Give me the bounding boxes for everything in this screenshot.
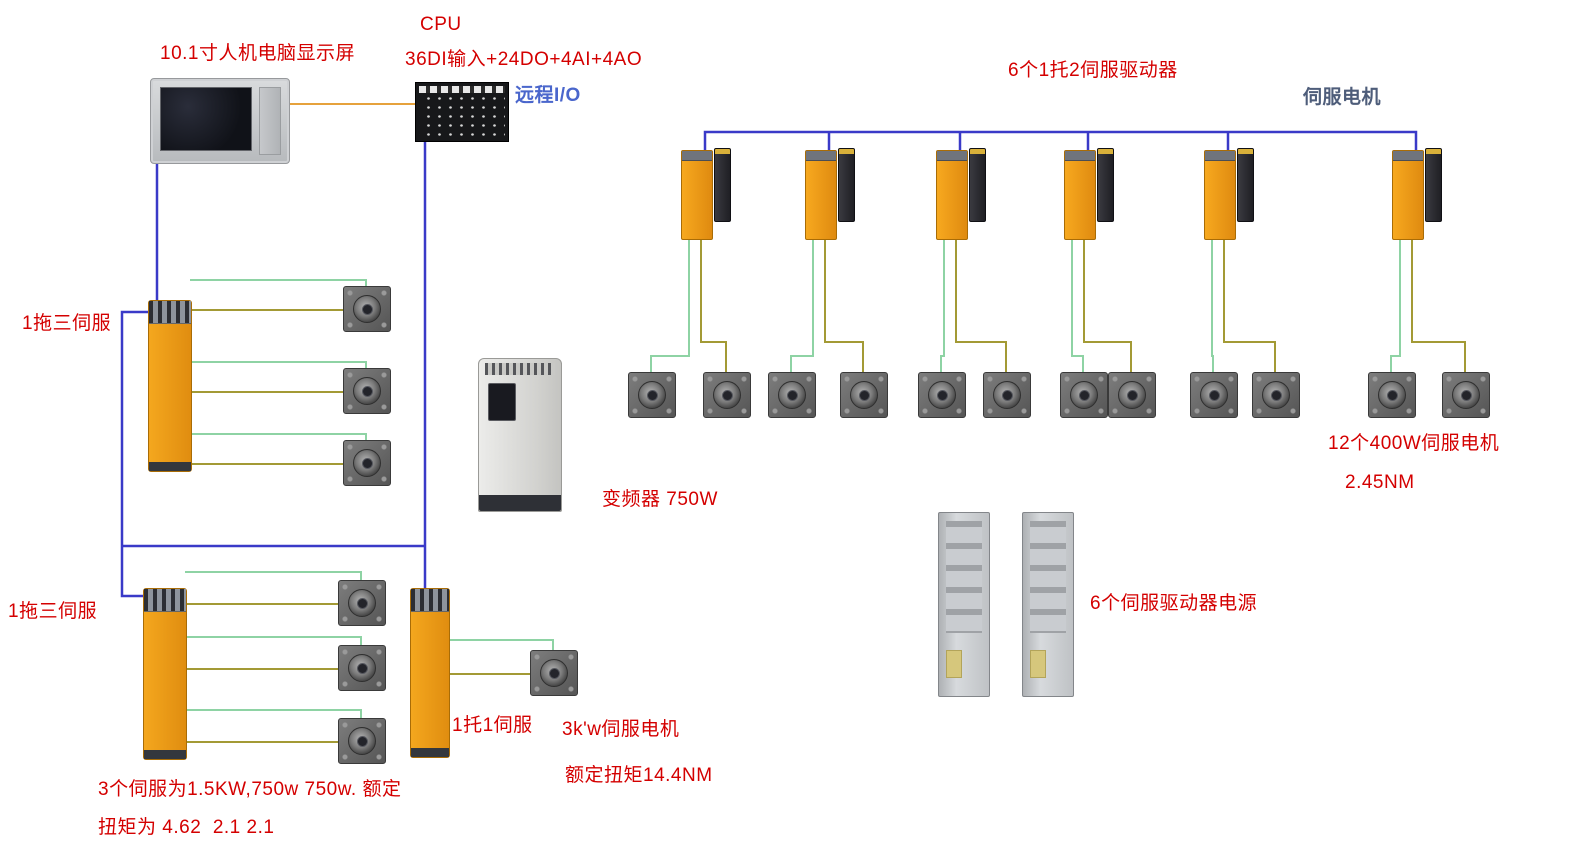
inverter-icon <box>478 358 562 512</box>
wire-segment <box>1411 236 1466 372</box>
wire-segment <box>703 130 1418 152</box>
servo-motor-icon <box>703 372 751 418</box>
wire-segment <box>955 236 1007 372</box>
servo-motor-icon <box>768 372 816 418</box>
servo-motor-icon <box>983 372 1031 418</box>
wire-segment <box>190 433 367 440</box>
servo-motor-icon <box>338 645 386 691</box>
label-1drag3-lower: 1拖三伺服 <box>8 601 98 622</box>
servo-motor-icon <box>338 580 386 626</box>
servo-motor-icon <box>1252 372 1300 418</box>
wire-segment <box>700 236 727 372</box>
servo-motor-icon <box>343 440 391 486</box>
servo-drive-1to2-icon <box>1064 148 1114 240</box>
psu-icon <box>1022 512 1074 697</box>
wire-segment <box>940 236 945 372</box>
label-top-drives: 6个1托2伺服驱动器 <box>1008 60 1178 81</box>
servo-motor-icon <box>1368 372 1416 418</box>
wire-segment <box>1390 236 1401 372</box>
servo-drive-1to3-icon <box>148 300 192 472</box>
cpu-io-module-icon <box>415 82 509 142</box>
servo-drive-1to2-icon <box>805 148 855 240</box>
servo-motor-icon <box>918 372 966 418</box>
label-hmi: 10.1寸人机电脑显示屏 <box>160 43 355 64</box>
servo-motor-icon <box>343 286 391 332</box>
label-torque-245: 2.45NM <box>1345 472 1415 493</box>
label-cpu: CPU <box>420 14 462 35</box>
wire-segment <box>1071 236 1084 372</box>
label-note-line2: 扭矩为 4.62 2.1 2.1 <box>98 817 275 838</box>
wire-segment <box>190 361 367 368</box>
label-400w-motors: 12个400W伺服电机 <box>1328 433 1500 454</box>
wire-segment <box>185 636 362 645</box>
label-cpu-io: 36DI输入+24DO+4AI+4AO <box>405 49 643 70</box>
label-torque-144: 额定扭矩14.4NM <box>565 765 713 786</box>
servo-motor-icon <box>1108 372 1156 418</box>
wire-segment <box>185 571 362 580</box>
servo-motor-icon <box>530 650 578 696</box>
label-1to1: 1托1伺服 <box>452 715 533 736</box>
servo-drive-1to2-icon <box>1204 148 1254 240</box>
servo-drive-1to2-icon <box>681 148 731 240</box>
servo-motor-icon <box>1442 372 1490 418</box>
label-servo-motor: 伺服电机 <box>1303 87 1382 108</box>
servo-drive-1to2-icon <box>936 148 986 240</box>
wire-segment <box>824 236 864 372</box>
wires-blue <box>120 130 1418 598</box>
servo-motor-icon <box>338 718 386 764</box>
servo-motor-icon <box>628 372 676 418</box>
wire-segment <box>185 709 362 718</box>
servo-motor-icon <box>1060 372 1108 418</box>
label-3kw-motor: 3k'w伺服电机 <box>562 719 680 740</box>
wires-olive <box>185 236 1466 743</box>
wire-segment <box>120 310 150 598</box>
label-psu: 6个伺服驱动器电源 <box>1090 593 1258 614</box>
wire-segment <box>190 279 367 286</box>
hmi-display-icon <box>150 78 290 164</box>
wire-segment <box>790 236 814 372</box>
wire-segment <box>1223 236 1276 372</box>
servo-drive-1to3-icon <box>143 588 187 760</box>
servo-drive-1to1-icon <box>410 588 450 758</box>
psu-icon <box>938 512 990 697</box>
servo-motor-icon <box>343 368 391 414</box>
label-1drag3-upper: 1拖三伺服 <box>22 313 112 334</box>
servo-drive-1to2-icon <box>1392 148 1442 240</box>
wire-segment <box>650 236 690 372</box>
wires-green <box>185 236 1401 718</box>
label-note-line1: 3个伺服为1.5KW,750w 750w. 额定 <box>98 779 402 800</box>
wire-segment <box>1083 236 1132 372</box>
label-remote-io: 远程I/O <box>515 85 581 106</box>
servo-motor-icon <box>840 372 888 418</box>
wire-segment <box>1211 236 1214 372</box>
wire-segment <box>448 639 554 650</box>
inverter-display <box>488 383 516 421</box>
label-inverter: 变频器 750W <box>602 489 718 510</box>
servo-motor-icon <box>1190 372 1238 418</box>
